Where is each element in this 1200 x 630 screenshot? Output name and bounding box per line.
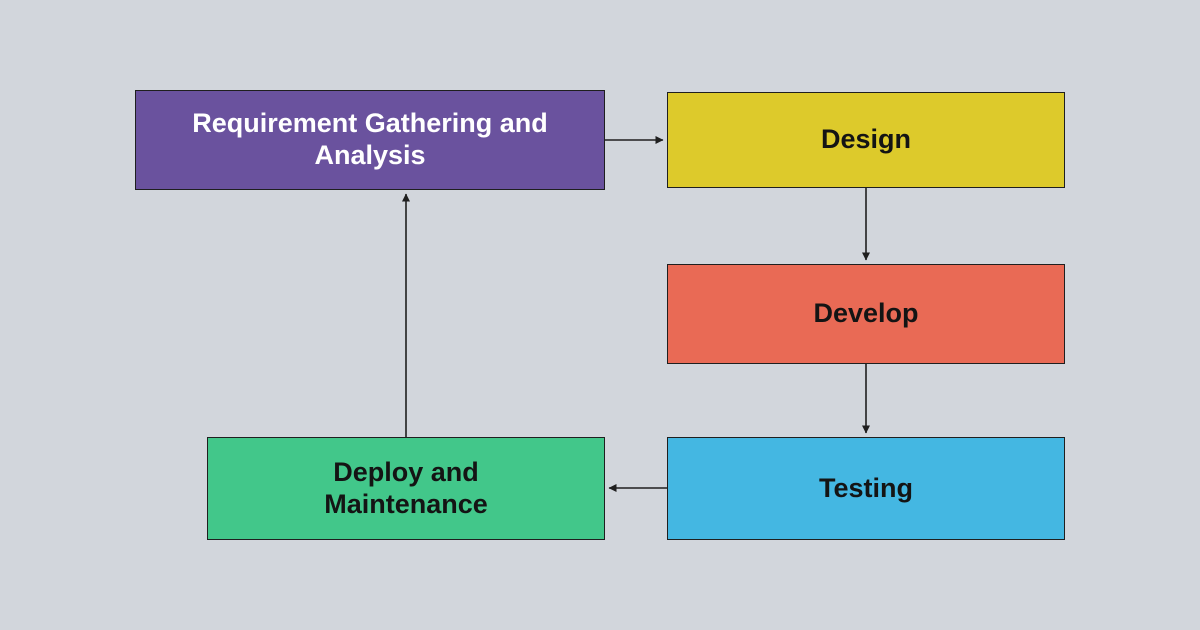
node-requirement-gathering-and-analysis: Requirement Gathering and Analysis xyxy=(135,90,605,190)
node-label-design: Design xyxy=(820,124,912,155)
node-develop: Develop xyxy=(667,264,1065,364)
node-testing: Testing xyxy=(667,437,1065,540)
node-label-deploy-and-maintenance: Deploy and Maintenance xyxy=(324,456,488,519)
node-label-requirement-gathering-and-analysis: Requirement Gathering and Analysis xyxy=(192,108,548,170)
node-label-develop: Develop xyxy=(813,298,919,329)
node-deploy-and-maintenance: Deploy and Maintenance xyxy=(207,437,605,540)
node-label-testing: Testing xyxy=(819,472,913,503)
node-design: Design xyxy=(667,92,1065,188)
